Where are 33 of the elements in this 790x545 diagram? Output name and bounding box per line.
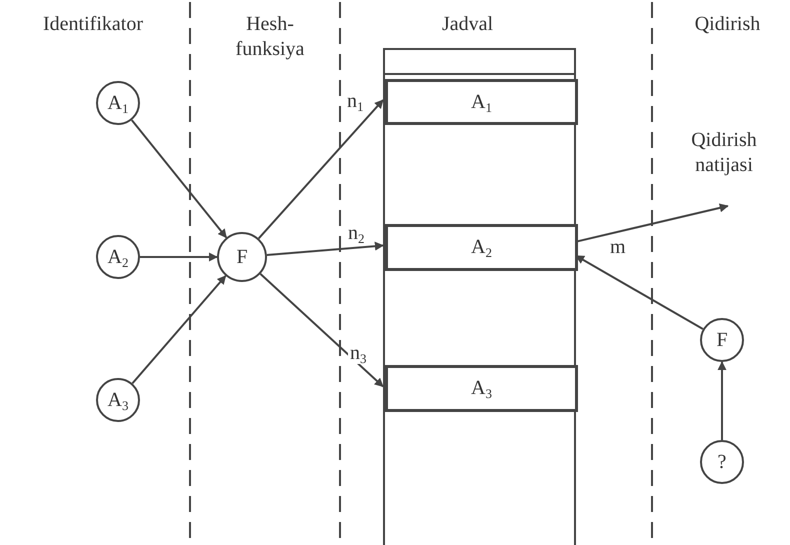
table-row [385,224,578,271]
node-label: A$_{3}$ [108,388,128,412]
table-box [383,48,576,545]
circle-node [700,318,744,362]
table-row [385,365,578,412]
arrow [266,242,384,256]
arrow [132,275,226,384]
node-label: ? [718,450,726,474]
node-label: A$_{3}$ [471,377,492,400]
circle-node [96,235,140,279]
node-label: F [716,328,728,352]
column-header: Hesh- funksiya [234,12,306,62]
arrow [258,99,384,240]
arrow [140,252,218,262]
arrow [576,203,729,243]
circle-node [217,232,267,282]
result-label: Qidirish natijasi [690,128,758,178]
circle-node [96,378,140,422]
arrow [131,119,228,238]
circle-node [700,440,744,484]
node-label: A$_{1}$ [108,92,128,114]
column-header: Qidirish [694,12,762,37]
table-row [385,79,578,125]
arrow [575,254,704,330]
node-label: A$_{1}$ [471,90,492,114]
arrow [718,361,726,440]
node-label: A$_{2}$ [471,236,492,259]
node-label: F [236,246,248,268]
node-label: A$_{2}$ [108,246,128,268]
circle-node [96,81,140,125]
column-header: Jadval [440,12,494,37]
column-header: Identifikator [42,12,144,37]
arrow [260,273,384,388]
